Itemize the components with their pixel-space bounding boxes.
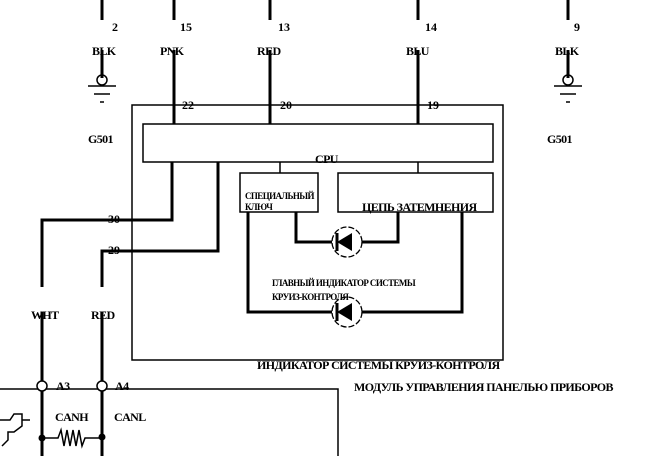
module-pin: 19 <box>427 98 439 112</box>
led-icon <box>331 296 363 328</box>
connector-label: A4 <box>115 379 129 393</box>
cruise-indicator-box <box>131 104 504 361</box>
main-indicator-label: ГЛАВНЫЙ ИНДИКАТОР СИСТЕМЫ <box>272 278 416 288</box>
resistor-icon <box>38 427 106 449</box>
can-label: CANH <box>55 410 89 424</box>
bus-wire-color: WHT <box>31 308 59 322</box>
dimming-circuit-label: ЦЕПЬ ЗАТЕМНЕНИЯ <box>362 200 477 214</box>
top-wires <box>100 0 570 124</box>
panel-module-label: МОДУЛЬ УПРАВЛЕНИЯ ПАНЕЛЬЮ ПРИБОРОВ <box>354 380 614 394</box>
bus-wire-color: RED <box>91 308 115 322</box>
connector-icon <box>96 380 108 392</box>
wire-color: PNK <box>160 44 185 58</box>
wire-color: BLK <box>92 44 117 58</box>
can-low-wire <box>100 162 220 287</box>
led-icon <box>331 226 363 258</box>
pin-number: 14 <box>425 20 437 34</box>
can-high-wire <box>40 162 174 287</box>
cruise-indicator-label: ИНДИКАТОР СИСТЕМЫ КРУИЗ-КОНТРОЛЯ <box>257 358 500 372</box>
cpu-box <box>142 123 494 163</box>
wire-color: BLK <box>555 44 580 58</box>
panel-module-box <box>0 388 339 456</box>
pin-number: 9 <box>574 20 580 34</box>
main-indicator-label: КРУИЗ-КОНТРОЛЯ <box>272 292 349 302</box>
special-key-label: КЛЮЧ <box>245 202 273 212</box>
can-label: CANL <box>114 410 146 424</box>
side-pin: 29 <box>108 243 120 257</box>
cpu-links <box>279 162 419 173</box>
side-pin: 30 <box>108 212 120 226</box>
pin-number: 15 <box>180 20 192 34</box>
wire-color: BLU <box>406 44 430 58</box>
cpu-label: CPU <box>315 152 339 166</box>
dimming-circuit-box <box>337 172 494 213</box>
wire-color: RED <box>257 44 281 58</box>
pin-number: 2 <box>112 20 118 34</box>
ground-icon <box>554 74 582 103</box>
module-pin: 20 <box>280 98 292 112</box>
ground-label: G501 <box>547 132 573 146</box>
ground-label: G501 <box>88 132 114 146</box>
pin-number: 13 <box>278 20 290 34</box>
module-pin: 22 <box>182 98 194 112</box>
transceiver-icon <box>0 413 30 447</box>
special-key-box <box>239 172 319 213</box>
ground-icon <box>88 74 116 103</box>
connector-icon <box>36 380 48 392</box>
connector-label: A3 <box>56 379 70 393</box>
special-key-label: СПЕЦИАЛЬНЫЙ <box>245 191 314 201</box>
